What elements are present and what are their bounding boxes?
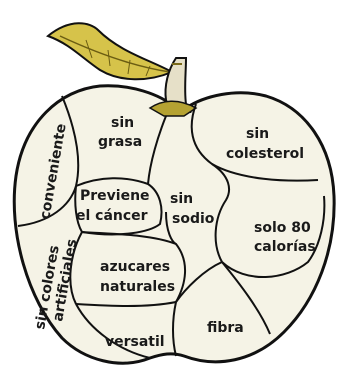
region-label-fibra: fibra (207, 320, 244, 336)
region-label-previene-2: el cáncer (76, 208, 148, 224)
region-label-versatil: versatil (105, 334, 165, 350)
region-label-solo-80-1: solo 80 (254, 220, 311, 236)
region-label-previene-1: Previene (80, 188, 150, 204)
region-label-sin-sodio-1: sin (170, 191, 193, 207)
region-label-sin-grasa-1: sin (111, 115, 134, 131)
region-dividers (17, 95, 326, 359)
region-label-solo-80-2: calorías (254, 239, 316, 255)
stem-icon (148, 57, 198, 117)
region-label-sin-sodio-2: sodio (172, 211, 215, 227)
region-label-sin-grasa-2: grasa (98, 134, 142, 150)
leaf-icon (46, 22, 175, 81)
apple-icon (12, 84, 336, 365)
region-label-sin-colesterol-2: colesterol (226, 146, 304, 162)
region-label-azucares-1: azucares (100, 259, 170, 275)
region-label-azucares-2: naturales (100, 279, 175, 295)
region-label-sin-colesterol-1: sin (246, 126, 269, 142)
